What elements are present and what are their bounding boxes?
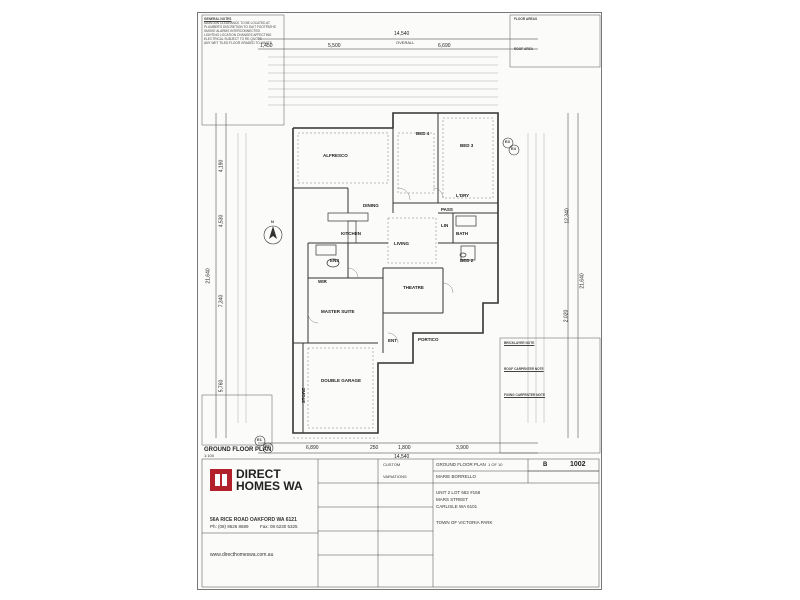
council-name: TOWN OF VICTORIA PARK (436, 520, 493, 525)
general-notes: GENERAL NOTES MAINTAIN CLEARANCE TO BE L… (204, 17, 282, 45)
client-name: MARIE BORRELLO (436, 474, 477, 479)
drawing-sheet: 14,540 OVERALL 1,450 5,500 6,690 14,540 … (197, 12, 602, 590)
room-bed2: BED 2 (460, 258, 474, 263)
company-phone: Ph: (08) 9526 8689 (210, 524, 249, 529)
company-logo-mark (210, 469, 232, 491)
roof-carpenter-note-title: ROOF CARPENTER NOTE (504, 367, 544, 371)
overall-dimension-top: 14,540 (394, 31, 410, 37)
room-wir: WIR (318, 279, 327, 284)
dimension-top-left: 1,450 (260, 43, 273, 49)
section-marker-e2: E2 (265, 444, 270, 449)
dimension-top-a: 5,500 (328, 43, 341, 49)
dimension-right-a: 12,340 (564, 208, 571, 224)
room-theatre: THEATRE (403, 285, 424, 290)
fixing-carpenter-note-title: FIXING CARPENTER NOTE (504, 393, 546, 397)
general-notes-title: GENERAL NOTES (204, 17, 232, 21)
room-laundry: L'DRY (456, 193, 470, 198)
section-marker-e3: E3 (505, 139, 510, 144)
note-item: MAINTAIN CLEARANCE TO BE LOCATED AT (204, 21, 270, 25)
company-name-line1: DIRECT (236, 467, 281, 481)
plan-title: GROUND FLOOR PLAN (204, 447, 272, 453)
overall-dimension-right: 21,640 (579, 273, 586, 289)
dimension-bottom-c: 1,800 (398, 445, 411, 451)
room-bath: BATH (456, 231, 469, 236)
room-master-suite: MASTER SUITE (321, 309, 355, 314)
note-item: LIGHTING LOCATION CHANGES AFFECTING (204, 33, 272, 37)
room-pass: PASS (441, 207, 453, 212)
company-name-line2: HOMES WA (236, 479, 303, 493)
room-living: LIVING (394, 241, 410, 246)
note-item: PLUMBER'S DISCRETION TO SUIT FOOTPATHS (204, 25, 276, 29)
section-marker-e1: E1 (257, 437, 262, 442)
dimension-right-b: 2,020 (563, 309, 570, 323)
room-portico: PORTICO (418, 337, 439, 342)
room-bed3: BED 3 (460, 143, 474, 148)
roof-area-title: ROOF AREA (514, 47, 534, 51)
plan-scale: 1:100 (204, 453, 215, 458)
note-item: ANY WET TILED FLOOR GRADED TO WASTE (204, 41, 272, 45)
job-number: 1002 (570, 461, 586, 468)
room-linen: LIN (441, 223, 449, 228)
dimension-bottom-d: 3,900 (456, 445, 469, 451)
room-dining: DINING (363, 203, 379, 208)
dimension-left-d: 5,760 (218, 379, 225, 393)
floor-plan-linework (201, 14, 601, 588)
overall-dimension-bottom: 14,540 (394, 454, 410, 460)
section-marker-e4: E4 (511, 146, 516, 151)
company-address: 56A RICE ROAD OAKFORD WA 6121 (210, 517, 297, 523)
company-fax: Fax: 08 6230 5325 (260, 524, 298, 529)
note-item: ELECTRICAL SUBJECT TO RE-QUOTE (204, 37, 262, 41)
drawing-title: GROUND FLOOR PLAN (436, 462, 486, 467)
dimension-left-b: 4,530 (218, 214, 225, 228)
floor-area-table: FLOOR AREAS ROOF AREA (514, 17, 596, 51)
company-website[interactable]: www.directhomeswa.com.au (210, 552, 274, 558)
room-entry: ENT (388, 338, 397, 343)
room-bed4: BED 4 (416, 131, 430, 136)
overall-label-top: OVERALL (396, 40, 415, 45)
north-arrow-icon: N (271, 219, 274, 224)
dimension-bottom-b: 250 (370, 445, 379, 451)
trade-notes: BRICKLAYER NOTE ROOF CARPENTER NOTE FIXI… (504, 341, 596, 397)
revision-letter: B (543, 462, 548, 468)
note-item: SMOKE ALARMS INTERCONNECTED (204, 29, 260, 33)
room-kitchen: KITCHEN (341, 231, 361, 236)
dimension-left-a: 4,190 (218, 159, 225, 173)
site-address-line3: CARLISLE WA 6101 (436, 504, 478, 509)
room-store: STORE (301, 387, 307, 404)
dimension-left-c: 7,340 (218, 294, 225, 308)
sheet-number: 1 OF 10 (488, 462, 503, 467)
area-table-title: FLOOR AREAS (514, 17, 538, 21)
variations-value: VARIATIONS (383, 474, 407, 479)
room-double-garage: DOUBLE GARAGE (321, 378, 362, 383)
design-value: CUSTOM (383, 462, 401, 467)
site-address-line1: UNIT 2 LOT 682 #158 (436, 490, 481, 495)
bricklayer-note-title: BRICKLAYER NOTE (504, 341, 535, 345)
room-alfresco: ALFRESCO (323, 153, 348, 158)
room-ens: ENS (330, 258, 340, 263)
site-address-line2: MARS STREET (436, 497, 469, 502)
dimension-top-b: 6,690 (438, 43, 451, 49)
dimension-bottom-a: 6,890 (306, 445, 319, 451)
overall-dimension-left: 21,640 (205, 268, 212, 284)
